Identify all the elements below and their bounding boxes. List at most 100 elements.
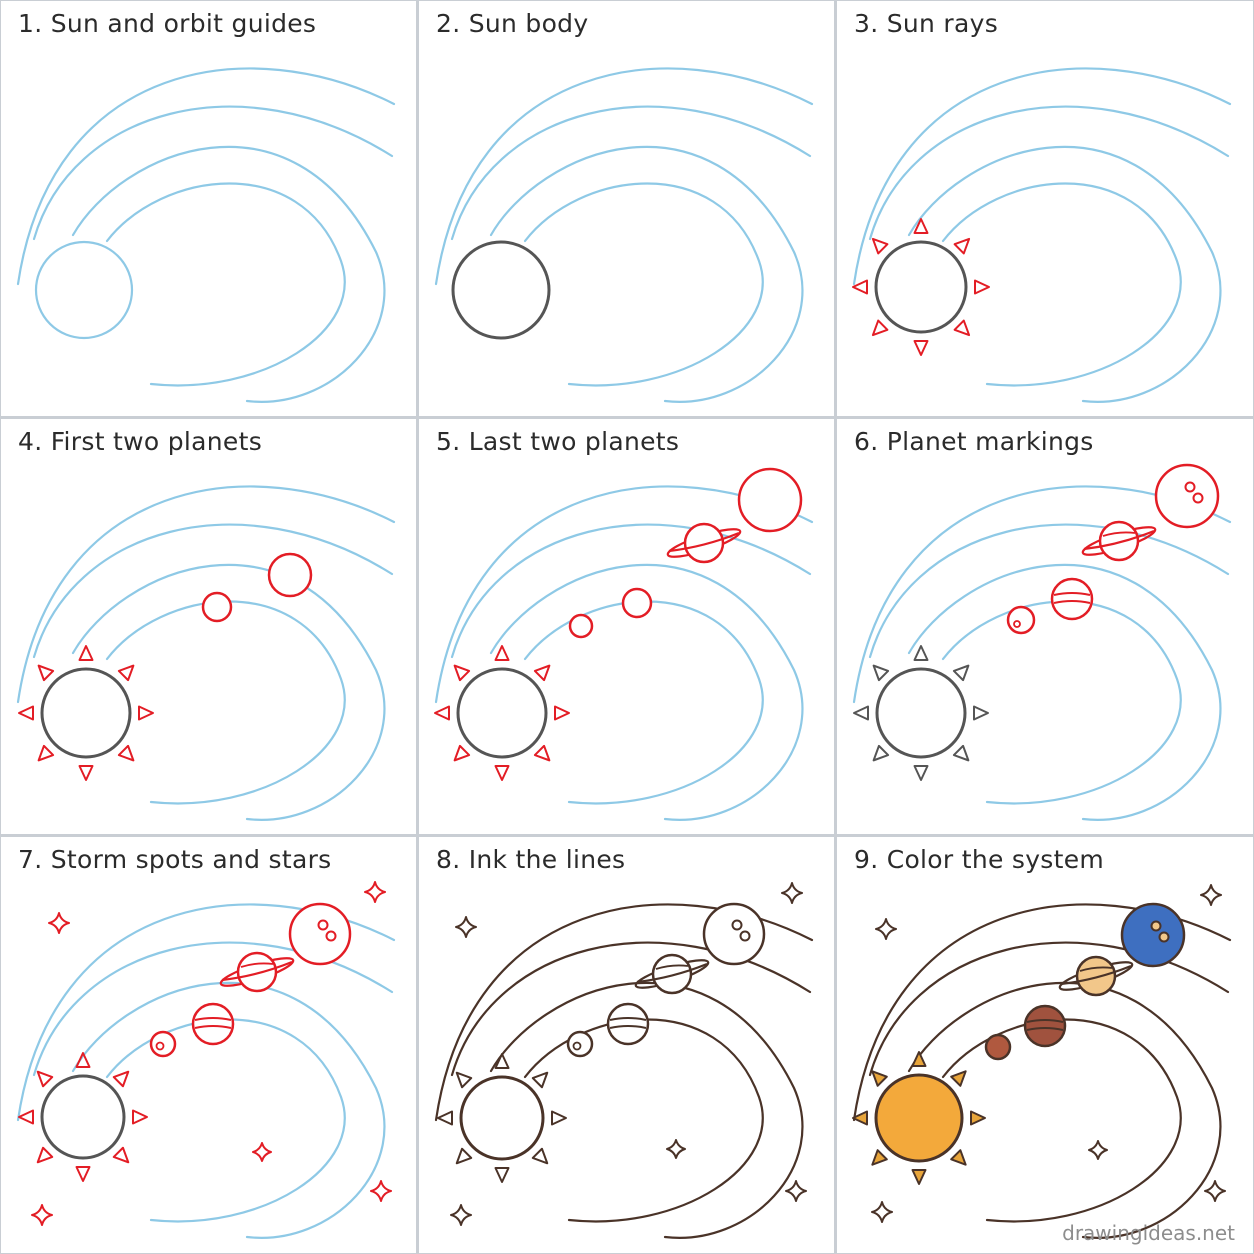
step-illustration <box>434 67 814 403</box>
sparkle-star-icon <box>31 1204 53 1226</box>
sun-rays <box>852 1051 986 1185</box>
planet-body <box>1075 955 1117 997</box>
ray-icon <box>872 664 890 682</box>
ray-icon <box>494 645 510 661</box>
ray-icon <box>913 218 929 234</box>
step-illustration <box>434 467 814 821</box>
ray-icon <box>455 1071 473 1089</box>
orbit-guides <box>434 485 814 821</box>
sparkle-star-icon <box>252 1142 272 1162</box>
sun-rays <box>18 645 154 781</box>
step-title: 5. Last two planets <box>436 427 680 456</box>
step-title: 7. Storm spots and stars <box>18 845 332 874</box>
storm-spot <box>325 930 337 942</box>
storm-spot <box>1150 920 1162 932</box>
small-planet <box>984 1033 1012 1061</box>
step-panel-7: 7. Storm spots and stars <box>1 837 416 1253</box>
ray-icon <box>75 1166 91 1182</box>
ray-icon <box>852 279 868 295</box>
orbit-line <box>868 105 1230 241</box>
ray-icon <box>950 1070 967 1087</box>
storm-spot <box>1158 931 1170 943</box>
ring-front <box>668 531 740 553</box>
orbit-line <box>71 563 386 821</box>
sun-rays <box>18 1052 148 1182</box>
ray-icon <box>950 1149 967 1166</box>
sparkle-star-icon <box>781 882 803 904</box>
ray-icon <box>974 279 990 295</box>
sun-body <box>40 667 132 759</box>
ray-icon <box>871 1070 888 1087</box>
ringed-planet <box>666 522 742 564</box>
orbit-line <box>523 1018 764 1223</box>
ray-icon <box>37 664 55 682</box>
band-line <box>1102 531 1136 537</box>
ringed-planet <box>219 951 295 993</box>
storm-spot <box>572 1041 582 1051</box>
orbit-line <box>105 1018 346 1223</box>
sun-body <box>456 667 548 759</box>
storm-spot <box>739 930 751 942</box>
spotted-planet <box>702 902 766 966</box>
orbit-line <box>523 182 764 387</box>
step-illustration <box>16 881 396 1239</box>
orbit-line <box>71 145 386 403</box>
ray-icon <box>533 744 551 762</box>
planet-body <box>651 953 693 995</box>
ray-icon <box>871 237 889 255</box>
sun-rays <box>437 1053 567 1183</box>
band-line <box>609 1025 647 1029</box>
orbit-line <box>941 600 1182 805</box>
orbit-line <box>105 182 346 387</box>
ray-icon <box>78 765 94 781</box>
orbit-guides <box>16 67 396 403</box>
ray-icon <box>952 744 970 762</box>
ray-icon <box>911 1169 927 1185</box>
ray-icon <box>494 1053 510 1069</box>
step-title: 3. Sun rays <box>854 9 999 38</box>
ray-icon <box>871 319 889 337</box>
small-planet <box>1006 605 1036 635</box>
step-panel-9: 9. Color the system drawingideas.net <box>837 837 1253 1253</box>
sparkle-star-icon <box>1200 884 1222 906</box>
ray-icon <box>138 705 154 721</box>
orbit-guides <box>852 67 1232 403</box>
medium-planet <box>621 587 653 619</box>
orbit-line <box>450 523 812 659</box>
sparkle-star-icon <box>364 881 386 903</box>
large-planet <box>737 467 803 533</box>
banded-planet <box>191 1002 235 1046</box>
step-illustration <box>434 882 814 1239</box>
ray-icon <box>437 1110 453 1126</box>
sun-body <box>875 667 967 759</box>
ray-icon <box>453 664 471 682</box>
orbit-guides <box>852 485 1232 821</box>
step-panel-2: 2. Sun body <box>419 1 834 416</box>
orbit-line <box>32 105 394 241</box>
band-line <box>1026 1019 1064 1023</box>
ray-icon <box>117 664 135 682</box>
step-title: 4. First two planets <box>18 427 263 456</box>
step-title: 1. Sun and orbit guides <box>18 9 317 38</box>
sun-body <box>459 1075 545 1161</box>
ray-icon <box>952 664 970 682</box>
sun-body <box>874 1073 964 1163</box>
step-title: 6. Planet markings <box>854 427 1094 456</box>
ray-icon <box>453 744 471 762</box>
ray-icon <box>533 664 551 682</box>
ray-icon <box>18 1109 34 1125</box>
sparkle-star-icon <box>48 912 70 934</box>
ray-icon <box>132 1109 148 1125</box>
orbit-line <box>16 485 396 704</box>
storm-spot <box>317 919 329 931</box>
ray-icon <box>494 1167 510 1183</box>
planet-body <box>1098 520 1140 562</box>
ray-icon <box>112 1070 130 1088</box>
planet-body <box>236 951 278 993</box>
step-panel-5: 5. Last two planets <box>419 419 834 834</box>
sparkle-star-icon <box>871 1201 893 1223</box>
small-planet <box>201 591 233 623</box>
planet-body <box>606 1002 650 1046</box>
orbit-line <box>941 182 1182 387</box>
step-title: 2. Sun body <box>436 9 589 38</box>
